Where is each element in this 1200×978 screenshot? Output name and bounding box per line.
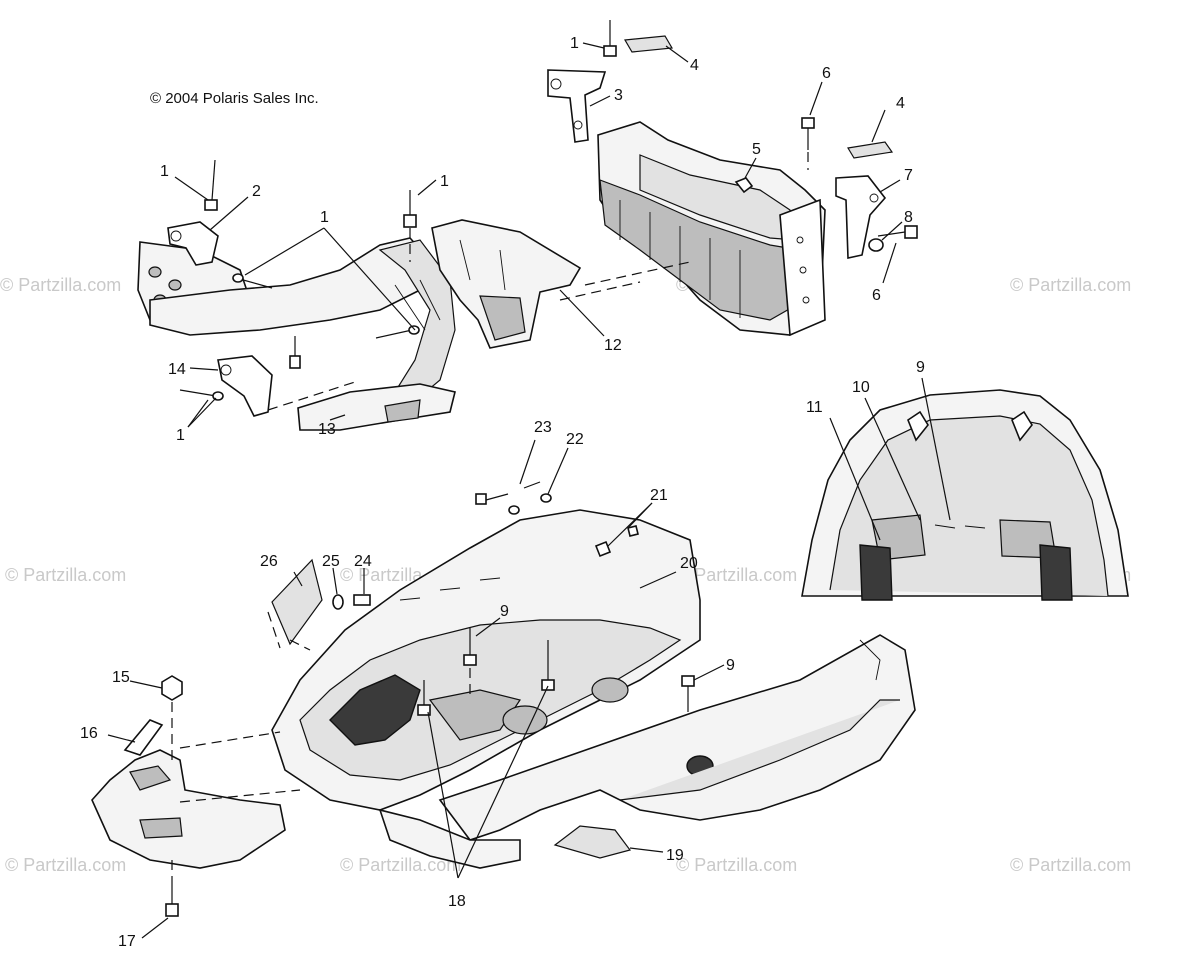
fastener-9-right [681,675,695,712]
callout-13: 13 [318,421,336,438]
decal-4-top [624,35,673,53]
watermark: © Partzilla.com [1010,275,1132,295]
watermark: © Partzilla.com [340,855,462,875]
watermark: © Partzilla.com [676,855,798,875]
leader-lines [107,42,951,939]
bumper-16 [91,719,286,869]
callout-16: 16 [80,725,98,742]
copyright-notice: © 2004 Polaris Sales Inc. [150,90,319,107]
callout-6: 6 [822,65,831,82]
nose-pan-20 [271,509,701,811]
bolt-6-top [801,117,815,170]
bracket-14 [217,355,273,417]
callout-26: 26 [260,553,278,570]
fastener-1-top [603,20,617,57]
bracket-19 [553,825,632,859]
lower-belly [378,808,521,869]
callout-21: 21 [650,487,668,504]
callout-8: 8 [904,209,913,226]
callout-24: 24 [354,553,372,570]
nut-5 [734,177,754,194]
callout-15: 15 [112,669,130,686]
plate-26 [271,558,323,646]
callout-19: 19 [666,847,684,864]
steering-post-mount-12 [431,219,582,349]
crossmember-13 [297,383,456,431]
watermark: © Partzilla.com [676,565,798,585]
nut-15 [161,675,183,760]
callout-11: 11 [806,399,823,416]
callout-9: 9 [726,657,735,674]
callout-4: 4 [690,57,699,74]
bracket-3 [547,69,607,143]
fastener-1-d [375,325,420,339]
watermark: © Partzilla.com [5,565,127,585]
rivet-23 [475,481,541,505]
fastener-9-left [463,628,477,698]
callout-1: 1 [570,35,579,52]
callout-1: 1 [160,163,169,180]
callout-1: 1 [176,427,185,444]
bracket-7 [835,175,887,259]
callout-7: 7 [904,167,913,184]
watermark: © Partzilla.com [1010,855,1132,875]
callout-1: 1 [320,209,329,226]
bolt-24 [353,594,371,606]
callout-17: 17 [118,933,136,950]
fastener-18 [417,640,555,716]
frame-rail [149,237,456,406]
fastener-1-e [179,389,224,401]
callout-18: 18 [448,893,466,910]
callout-4: 4 [896,95,905,112]
callout-2: 2 [252,183,261,200]
nose-inset-view [801,389,1129,601]
decal-4-right [847,141,894,159]
washer-8 [868,238,884,252]
callout-numbers: 1 4 3 6 4 5 7 8 6 1 2 1 1 12 14 1 13 11 … [80,35,925,950]
bolt-17 [165,860,179,917]
bolt-6-bottom [877,225,918,239]
callout-23: 23 [534,419,552,436]
watermark: © Partzilla.com [5,855,127,875]
washer-22 [508,493,552,515]
callout-12: 12 [604,337,622,354]
callout-6: 6 [872,287,881,304]
callout-20: 20 [680,555,698,572]
callout-3: 3 [614,87,623,104]
callout-9: 9 [916,359,925,376]
steering-support-frame [597,121,826,337]
callout-22: 22 [566,431,584,448]
nut-21 [594,525,639,558]
callout-9: 9 [500,603,509,620]
fastener-1-b [232,273,273,289]
bracket-2 [167,221,219,266]
callout-14: 14 [168,361,186,378]
fastener-1-a [204,159,218,211]
watermark: © Partzilla.com [0,275,122,295]
callout-10: 10 [852,379,870,396]
callout-1: 1 [440,173,449,190]
side-panel-right [438,634,916,841]
washer-25 [332,594,344,610]
fastener-1-c [403,190,417,262]
callout-5: 5 [752,141,761,158]
callout-25: 25 [322,553,340,570]
fastener-1-f [289,336,301,369]
